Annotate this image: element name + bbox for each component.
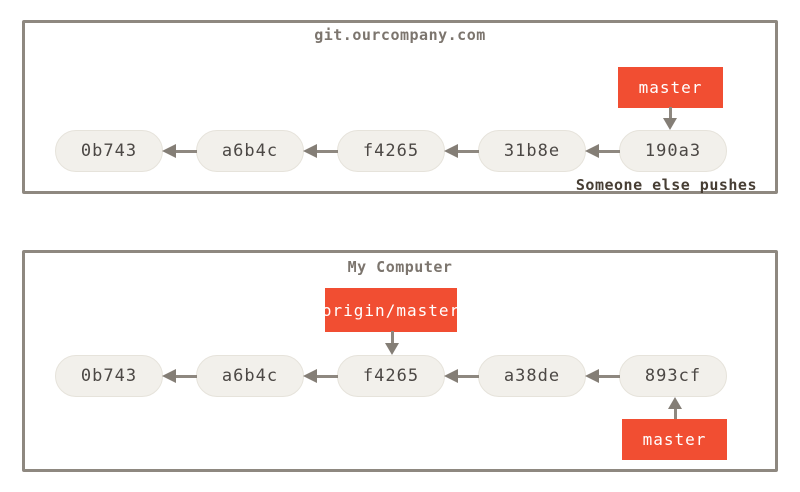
arrowhead-left-icon [444,369,458,383]
remote-repo-title: git.ourcompany.com [314,26,486,44]
arrow-shaft [174,149,197,153]
commit-parent-arrow [303,369,338,383]
commit-parent-arrow [444,144,479,158]
local-commit-node: f4265 [337,355,445,397]
arrowhead-left-icon [444,144,458,158]
arrow-shaft [597,374,620,378]
remote-commit-node: 0b743 [55,130,163,172]
arrowhead-left-icon [585,369,599,383]
commit-parent-arrow [303,144,338,158]
arrow-shaft [315,374,338,378]
arrow-shaft [174,374,197,378]
arrow-shaft [315,149,338,153]
arrowhead-down-icon [663,118,677,130]
local-repo-title: My Computer [347,258,453,276]
arrow-shaft [673,406,677,420]
arrowhead-up-icon [668,397,682,409]
local-master-to-commit-arrow [668,397,682,420]
commit-parent-arrow [444,369,479,383]
remote-master-branch-label: master [618,67,723,108]
remote-commit-node: 31b8e [478,130,586,172]
arrowhead-left-icon [162,144,176,158]
origin-master-branch-label: origin/master [322,288,459,332]
remote-repo-box: git.ourcompany.com master 0b743 a6b4c f4… [22,20,778,194]
commit-parent-arrow [162,144,197,158]
arrowhead-left-icon [585,144,599,158]
local-master-branch-label: master [622,419,727,460]
commit-parent-arrow [162,369,197,383]
arrow-shaft [597,149,620,153]
local-commit-node: a38de [478,355,586,397]
arrow-shaft [456,374,479,378]
arrow-shaft [456,149,479,153]
arrowhead-left-icon [162,369,176,383]
remote-commit-node: f4265 [337,130,445,172]
commit-parent-arrow [585,369,620,383]
arrowhead-down-icon [385,343,399,355]
remote-commit-node: 190a3 [619,130,727,172]
remote-commit-node: a6b4c [196,130,304,172]
local-repo-box: My Computer origin/master 0b743 a6b4c f4… [22,250,778,472]
local-commit-node: a6b4c [196,355,304,397]
commit-parent-arrow [585,144,620,158]
arrowhead-left-icon [303,144,317,158]
local-commit-node: 893cf [619,355,727,397]
arrowhead-left-icon [303,369,317,383]
origin-master-to-commit-arrow [385,331,399,355]
someone-else-pushes-annotation: Someone else pushes [575,176,757,194]
arrow-shaft [668,107,672,121]
local-commit-node: 0b743 [55,355,163,397]
remote-master-to-commit-arrow [663,107,677,130]
arrow-shaft [390,331,394,346]
